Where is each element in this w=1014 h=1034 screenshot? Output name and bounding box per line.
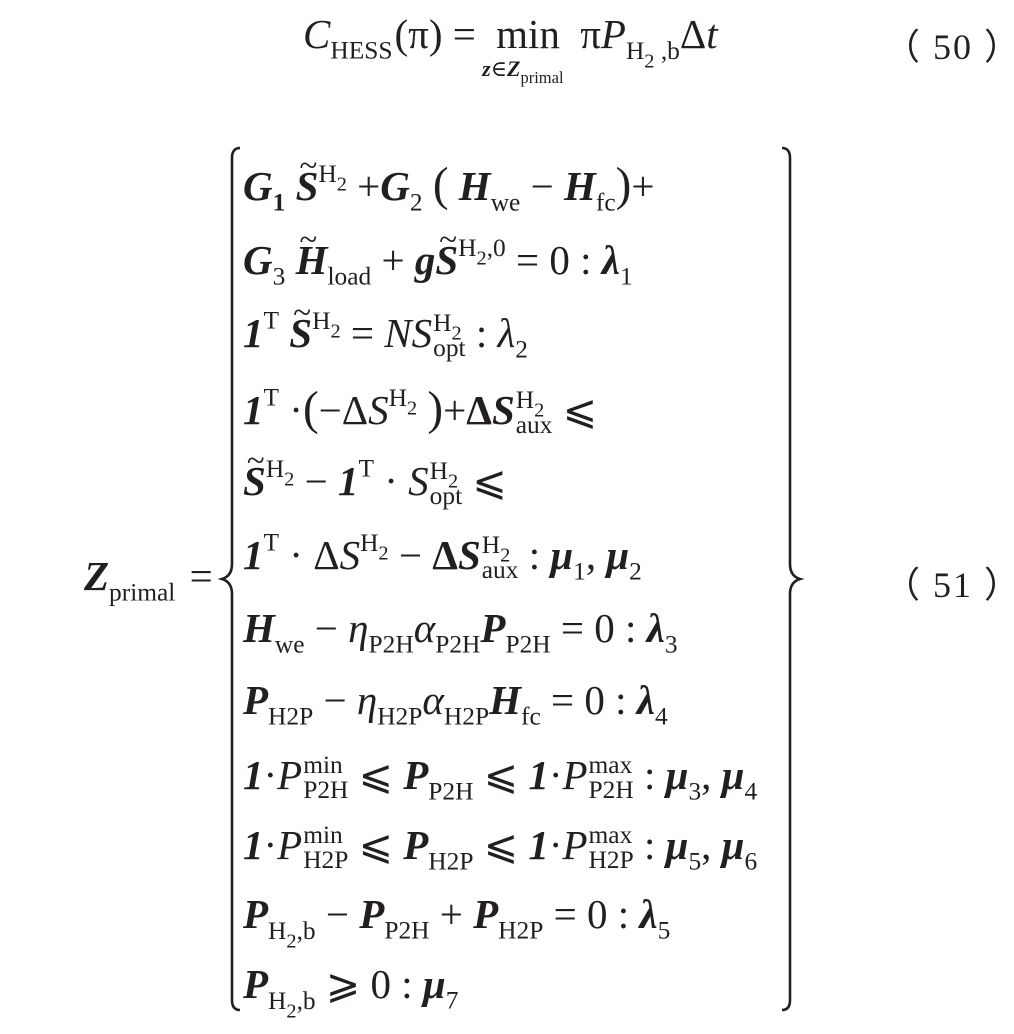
constraint-line-1: G1 SH2 +G2 ( Hwe − Hfc)+ (243, 150, 654, 215)
element-of: ∈ (490, 56, 507, 81)
right-brace (776, 146, 806, 1017)
multiplier-lambda3: λ (646, 605, 665, 651)
multiplier-mu2: μ (606, 531, 630, 578)
leq-sign: ⩽ (472, 457, 507, 504)
multiplier-lambda1: λ (601, 237, 620, 283)
equation-number-50: （ 50 ） (884, 27, 1014, 67)
symbol-C: C (303, 11, 331, 57)
min-underscript: z∈Zprimal (482, 56, 563, 86)
equals-sign: = (189, 553, 213, 599)
constraint-line-11: PH2,b − PP2H + PH2P = 0 : λ5 (243, 891, 671, 953)
constraint-line-2: G3 Hload + gSH2,0 = 0 : λ1 (243, 224, 633, 289)
symbol-t: t (706, 11, 718, 57)
subscript-primal: primal (520, 67, 564, 87)
constraint-line-7: Hwe − ηP2HαP2HPP2H = 0 : λ3 (243, 605, 678, 659)
set-Z: Z (507, 56, 521, 81)
vector-g: g (414, 237, 436, 283)
min-operator: min z∈Zprimal (482, 11, 563, 86)
multiplier-mu1: μ (550, 531, 574, 578)
subscript-primal: primal (109, 578, 176, 607)
right-brace-shape (781, 146, 805, 1012)
vector-S-tilde: S (296, 150, 319, 207)
set-Z-primal: Z (84, 553, 110, 599)
constraint-line-12: PH2,b ⩾ 0 : μ7 (243, 961, 459, 1023)
matrix-G3: G (243, 237, 273, 283)
symbol-P: P (600, 11, 626, 57)
vector-H-we: H (458, 163, 491, 209)
vector-H-load-tilde: H (296, 224, 328, 281)
multiplier-mu3: μ (665, 751, 689, 798)
multiplier-mu6: μ (721, 821, 745, 868)
symbol-pi: π (580, 11, 601, 57)
ones-vector: 1 (243, 309, 264, 356)
multiplier-lambda5: λ (639, 891, 658, 937)
equals-sign: = (452, 11, 476, 57)
vector-S-tilde: S (289, 297, 312, 354)
matrix-G1: G (243, 163, 273, 209)
argument-pi: (π) (394, 11, 443, 57)
constraint-line-8: PH2P − ηH2PαH2PHfc = 0 : λ4 (243, 677, 668, 731)
symbol-delta: Δ (679, 11, 707, 57)
subscript-h2b: H2 ,b (625, 36, 680, 73)
min-label: min (496, 11, 560, 57)
left-brace (217, 146, 248, 1017)
geq-sign: ⩾ (325, 961, 361, 1007)
equation-number-51: （ 51 ） (884, 565, 1014, 605)
matrix-G2: G (380, 163, 410, 209)
equation-51-lhs: Zprimal = (84, 553, 213, 606)
vector-S-tilde: S (435, 224, 458, 281)
multiplier-lambda2: λ (497, 309, 516, 356)
multiplier-mu7: μ (422, 961, 446, 1007)
var-z: z (482, 56, 491, 81)
vector-H-fc: H (563, 163, 596, 209)
multiplier-mu5: μ (665, 821, 689, 868)
equation-50: CHESS(π) = min z∈Zprimal πPH2 ,bΔt (303, 11, 718, 86)
left-brace-shape (217, 146, 241, 1012)
leq-sign: ⩽ (562, 387, 598, 433)
multiplier-mu4: μ (721, 751, 745, 798)
subscript-hess: HESS (330, 36, 393, 65)
multiplier-lambda4: λ (636, 677, 655, 723)
